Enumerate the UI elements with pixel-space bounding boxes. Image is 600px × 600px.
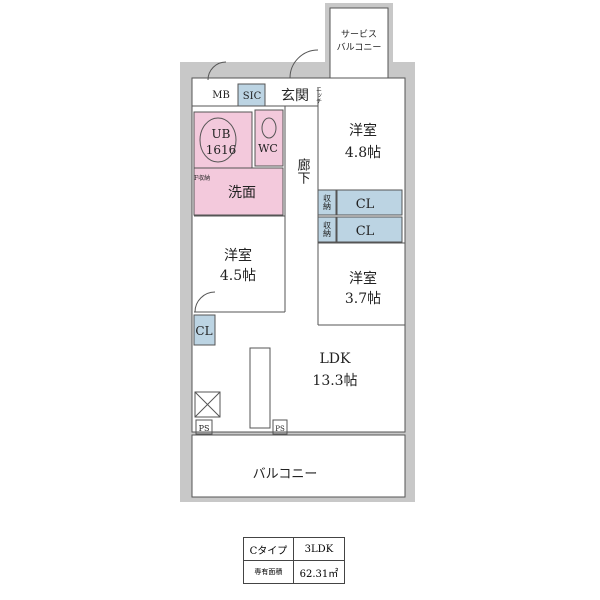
ub-label: UB xyxy=(212,127,231,141)
washroom-area xyxy=(193,167,284,216)
washroom-label: 洗面 xyxy=(228,185,256,201)
mb-label: MB xyxy=(212,90,230,101)
entrance-label: 玄関 xyxy=(281,87,309,104)
wc-label: WC xyxy=(258,142,278,155)
unit-info-table: Cタイプ 3LDK 専有面積 62.31㎡ xyxy=(243,537,346,584)
western2-size: 4.5帖 xyxy=(220,268,256,284)
bathtub xyxy=(199,117,237,163)
partitions xyxy=(192,49,405,435)
type-cell: Cタイプ xyxy=(243,537,294,561)
area-value-cell: 62.31㎡ xyxy=(292,560,346,584)
area-label-cell: 専有面積 xyxy=(243,560,294,584)
layout-cell: 3LDK xyxy=(292,537,346,561)
cl1-label: CL xyxy=(356,197,375,212)
western3-size: 3.7帖 xyxy=(345,291,381,307)
western1-size: 4.8帖 xyxy=(345,145,381,161)
ldk-size: 13.3帖 xyxy=(312,373,357,389)
storage1-label: 収納 xyxy=(323,193,332,211)
interior-floor xyxy=(191,77,406,433)
niche-label: ニッチ xyxy=(315,86,322,104)
cl3-area xyxy=(193,314,216,346)
corridor-label: 廊下 xyxy=(295,157,311,184)
service-balcony-label-1: サービス xyxy=(341,29,377,40)
western1-name: 洋室 xyxy=(349,122,377,139)
western3-name: 洋室 xyxy=(349,270,377,287)
cl3-label: CL xyxy=(195,324,212,338)
sic-label: SIC xyxy=(243,91,262,102)
cl2-label: CL xyxy=(356,224,375,239)
western2-name: 洋室 xyxy=(224,247,252,264)
ps1-label: PS xyxy=(199,424,210,433)
cl2-area xyxy=(336,216,403,243)
ub-size-label: 1616 xyxy=(206,143,237,157)
ps2-label: PS xyxy=(275,425,285,433)
ub-area xyxy=(193,111,253,169)
toilet xyxy=(261,117,277,139)
washer-storage-label: F収納 xyxy=(194,174,210,182)
storage2-label: 収納 xyxy=(323,220,332,238)
balcony-label: バルコニー xyxy=(253,467,318,482)
service-balcony-label-2: バルコニー xyxy=(337,42,382,53)
ldk-name: LDK xyxy=(320,351,352,367)
balcony-floor xyxy=(191,434,406,498)
cl1-area xyxy=(336,189,403,216)
